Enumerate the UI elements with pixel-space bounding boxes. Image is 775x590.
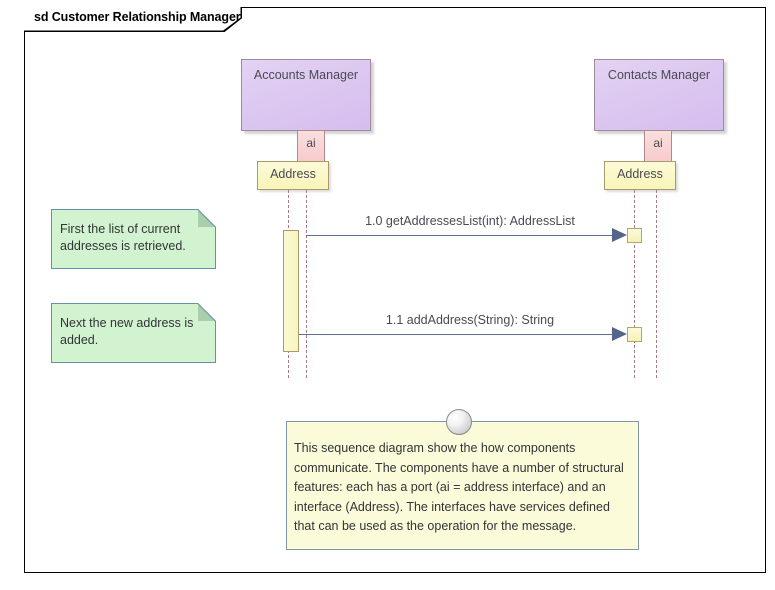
interface-label-contacts-manager: Address bbox=[617, 167, 663, 181]
note-anchor-sphere-icon bbox=[446, 409, 472, 435]
interface-label-accounts-manager: Address bbox=[270, 167, 316, 181]
note-next-address[interactable] bbox=[51, 303, 216, 363]
message-arrowhead-1-1 bbox=[612, 327, 627, 341]
port-box-accounts-manager-ai[interactable]: ai bbox=[297, 130, 325, 162]
lifeline-dash-accounts-port bbox=[306, 190, 307, 378]
activation-box-contacts-1-1[interactable] bbox=[627, 327, 642, 342]
lifeline-label-contacts-manager: Contacts Manager bbox=[607, 68, 711, 82]
lifeline-head-accounts-manager[interactable]: Accounts Manager bbox=[241, 59, 371, 131]
activation-bar-accounts-manager[interactable] bbox=[283, 230, 299, 352]
note-first-text: First the list of current addresses is r… bbox=[60, 222, 186, 253]
diagram-frame-title-tab: sd Customer Relationship Manager bbox=[24, 7, 242, 32]
message-label-1-1: 1.1 addAddress(String): String bbox=[385, 313, 555, 327]
frame-tab-fill bbox=[24, 7, 241, 31]
message-line-1-0[interactable] bbox=[306, 235, 615, 236]
activation-box-contacts-1-0[interactable] bbox=[627, 228, 642, 243]
bottom-note-text: This sequence diagram show the how compo… bbox=[294, 441, 624, 533]
lifeline-dash-contacts-port bbox=[656, 190, 657, 378]
port-label-contacts-manager: ai bbox=[653, 136, 663, 150]
message-line-1-1[interactable] bbox=[299, 334, 615, 335]
frame-title-label: sd Customer Relationship Manager bbox=[34, 10, 241, 24]
message-arrowhead-1-0 bbox=[612, 228, 627, 242]
lifeline-head-contacts-manager[interactable]: Contacts Manager bbox=[594, 59, 724, 131]
interface-box-accounts-manager-address[interactable]: Address bbox=[257, 161, 329, 190]
lifeline-label-accounts-manager: Accounts Manager bbox=[253, 68, 359, 82]
note-next-text: Next the new address is added. bbox=[60, 316, 194, 347]
interface-box-contacts-manager-address[interactable]: Address bbox=[604, 161, 676, 190]
lifeline-dash-contacts-address bbox=[634, 190, 635, 378]
port-box-contacts-manager-ai[interactable]: ai bbox=[644, 130, 672, 162]
note-first-addresses[interactable] bbox=[51, 209, 216, 269]
message-label-1-0: 1.0 getAddressesList(int): AddressList bbox=[365, 214, 575, 228]
port-label-accounts-manager: ai bbox=[306, 136, 316, 150]
